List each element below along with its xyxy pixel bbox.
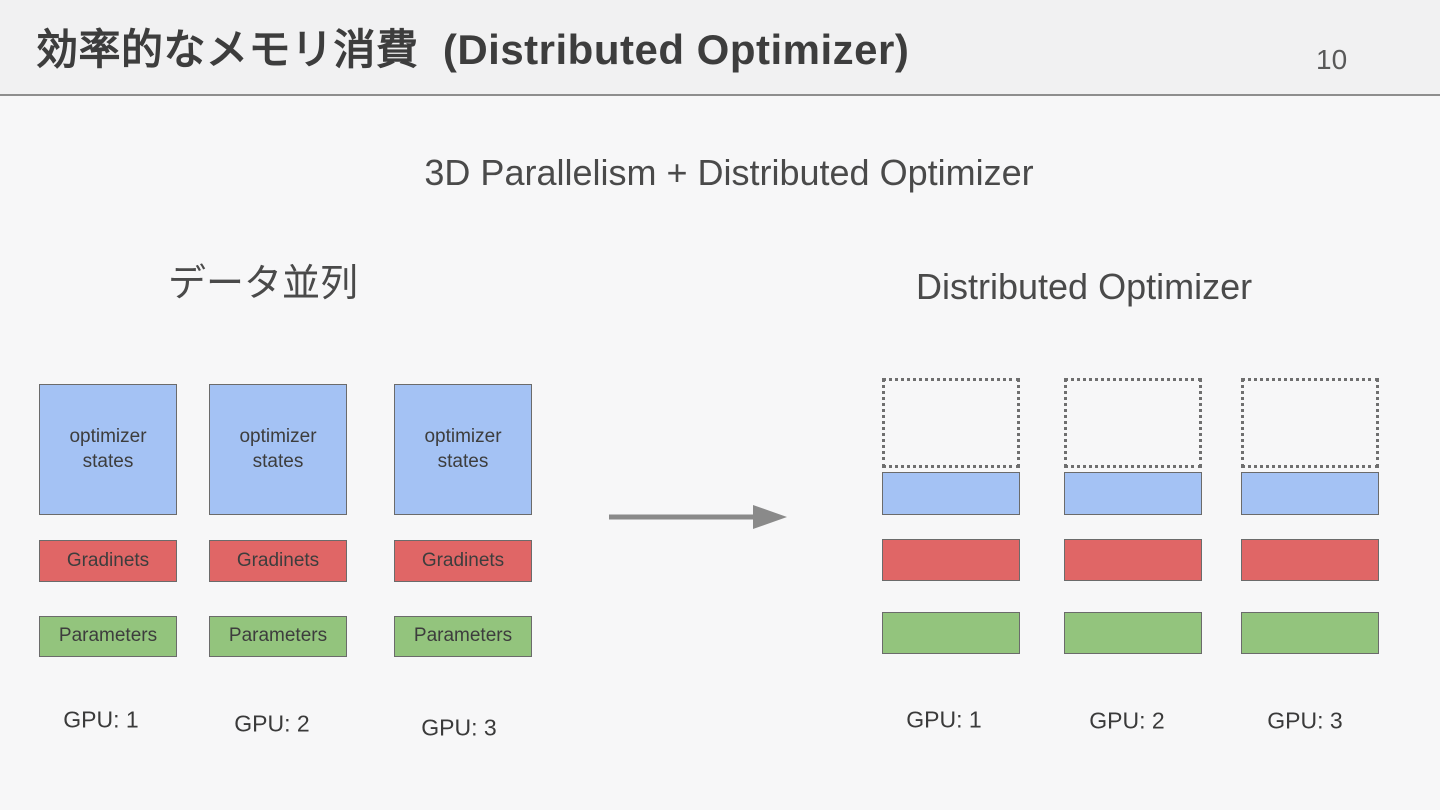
parameters-box: Parameters [209, 616, 347, 657]
optimizer-states-box: optimizer states [394, 384, 532, 515]
gpu2-distributed-column [1064, 378, 1202, 668]
gpu-label: GPU: 2 [1089, 707, 1165, 734]
freed-memory-dotted-box [1241, 378, 1379, 468]
gradients-box: Gradinets [394, 540, 532, 582]
parameters-box: Parameters [394, 616, 532, 657]
gradients-box: Gradinets [209, 540, 347, 582]
optimizer-states-box: optimizer states [209, 384, 347, 515]
gpu-label: GPU: 1 [906, 706, 982, 733]
gpu-label: GPU: 1 [63, 706, 139, 733]
gpu-label: GPU: 3 [1267, 707, 1343, 734]
gpu2-data-parallel-column: optimizer states Gradinets Parameters [209, 384, 347, 674]
page-number: 10 [1316, 44, 1348, 75]
gpu-label: GPU: 3 [421, 714, 497, 741]
gradients-shard-bar [1064, 539, 1202, 581]
optimizer-states-shard-bar [882, 472, 1020, 515]
gradients-shard-bar [1241, 539, 1379, 581]
slide-header: 効率的なメモリ消費 (Distributed Optimizer) 10 [0, 0, 1440, 96]
gradients-shard-bar [882, 539, 1020, 581]
gpu-label: GPU: 2 [234, 710, 310, 737]
freed-memory-dotted-box [882, 378, 1020, 468]
parameters-shard-bar [882, 612, 1020, 654]
optimizer-states-box: optimizer states [39, 384, 177, 515]
data-parallel-heading: データ並列 [168, 263, 359, 305]
gradients-box: Gradinets [39, 540, 177, 582]
parameters-box: Parameters [39, 616, 177, 657]
optimizer-states-shard-bar [1064, 472, 1202, 515]
parameters-shard-bar [1064, 612, 1202, 654]
parameters-shard-bar [1241, 612, 1379, 654]
gpu3-distributed-column [1241, 378, 1379, 668]
optimizer-states-shard-bar [1241, 472, 1379, 515]
flow-arrow-icon [609, 505, 787, 529]
gpu1-distributed-column [882, 378, 1020, 668]
slide-title: 効率的なメモリ消費 (Distributed Optimizer) [36, 26, 910, 73]
freed-memory-dotted-box [1064, 378, 1202, 468]
subtitle: 3D Parallelism + Distributed Optimizer [424, 152, 1034, 193]
gpu3-data-parallel-column: optimizer states Gradinets Parameters [394, 384, 532, 674]
gpu1-data-parallel-column: optimizer states Gradinets Parameters [39, 384, 177, 674]
distributed-optimizer-heading: Distributed Optimizer [916, 266, 1253, 307]
